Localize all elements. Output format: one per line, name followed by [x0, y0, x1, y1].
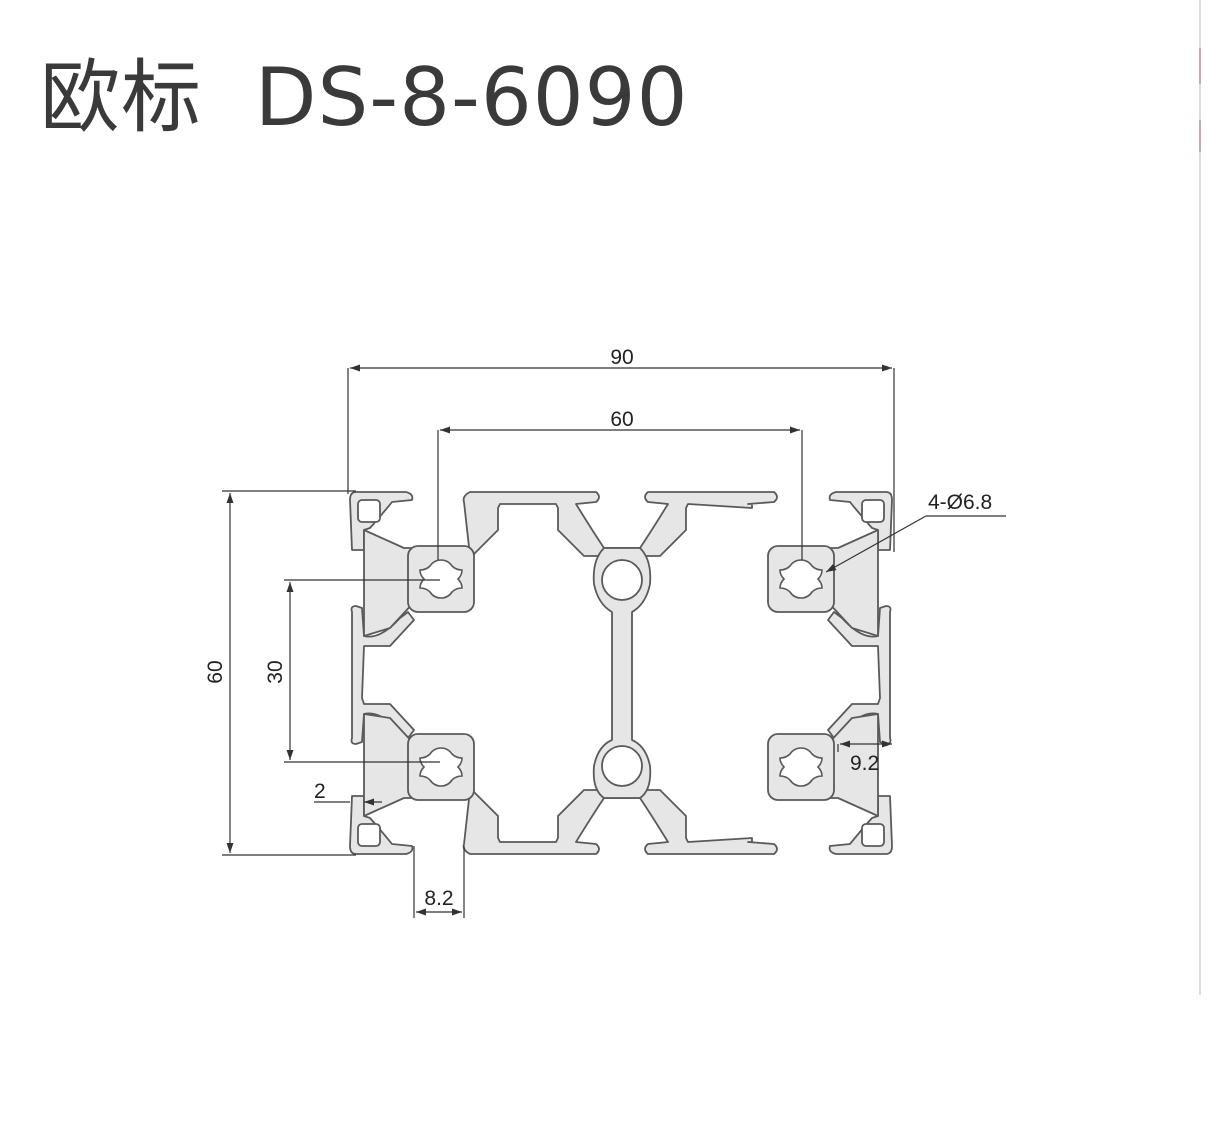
center-hole-bottom — [601, 745, 643, 787]
flange-left-upper — [350, 605, 415, 745]
core-holes — [419, 559, 823, 787]
dim-core-holes: 4-Ø6.8 — [928, 491, 992, 514]
page-title: 欧标 DS-8-6090 — [40, 51, 689, 144]
profile-cross-section — [349, 491, 893, 855]
center-hole-top — [601, 559, 643, 601]
dim-overall-width: 90 — [610, 346, 633, 369]
dim-slot-width: 8.2 — [424, 887, 453, 910]
dimension-labels: 90 60 60 30 4-Ø6.8 9.2 2 8.2 — [204, 346, 992, 910]
edge-marker — [1199, 120, 1201, 152]
dim-slot-depth: 9.2 — [850, 752, 879, 775]
central-web — [592, 547, 652, 799]
dim-slot-spacing: 60 — [610, 408, 633, 431]
dimensions — [222, 364, 1006, 918]
dim-overall-height: 60 — [204, 660, 227, 683]
dim-wall-thickness: 2 — [314, 780, 326, 803]
right-edge-divider — [1199, 0, 1201, 995]
edge-marker — [1199, 48, 1201, 84]
dim-vertical-slot-spacing: 30 — [264, 660, 287, 683]
